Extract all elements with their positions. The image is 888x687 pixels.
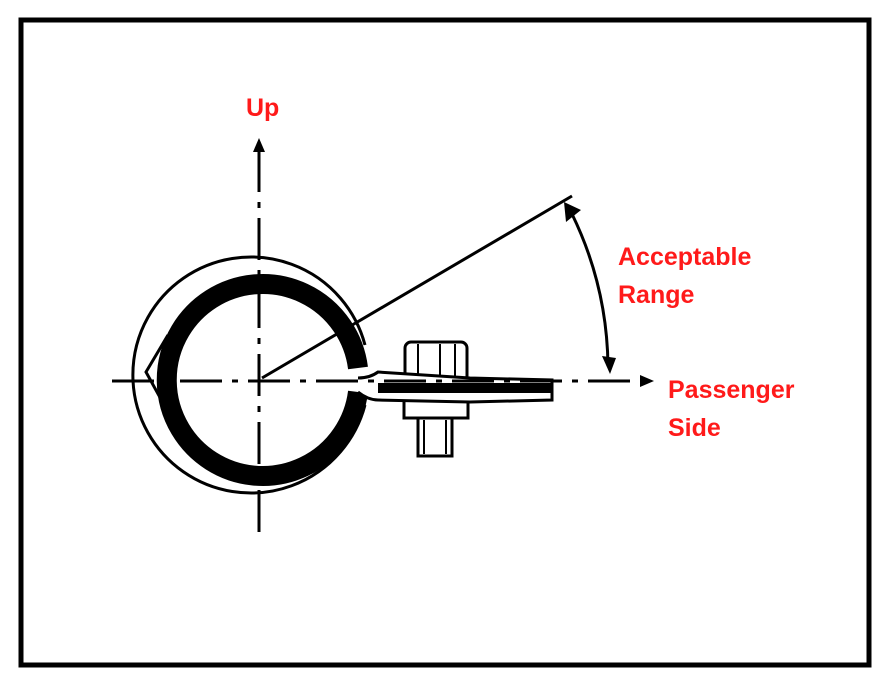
diagram-frame — [18, 17, 872, 668]
acceptable-range-label-line1: Acceptable — [618, 243, 752, 271]
passenger-side-label-line1: Passenger — [668, 376, 795, 404]
acceptable-range-arc — [564, 202, 616, 374]
clamp-tab — [357, 370, 554, 404]
acceptable-range-label-line2: Range — [618, 281, 695, 309]
passenger-side-label-line2: Side — [668, 414, 721, 442]
clamp-pinch-left — [144, 334, 170, 413]
range-limit-line — [261, 194, 573, 380]
up-label: Up — [246, 94, 280, 122]
clamp-outer-outline — [131, 255, 367, 495]
